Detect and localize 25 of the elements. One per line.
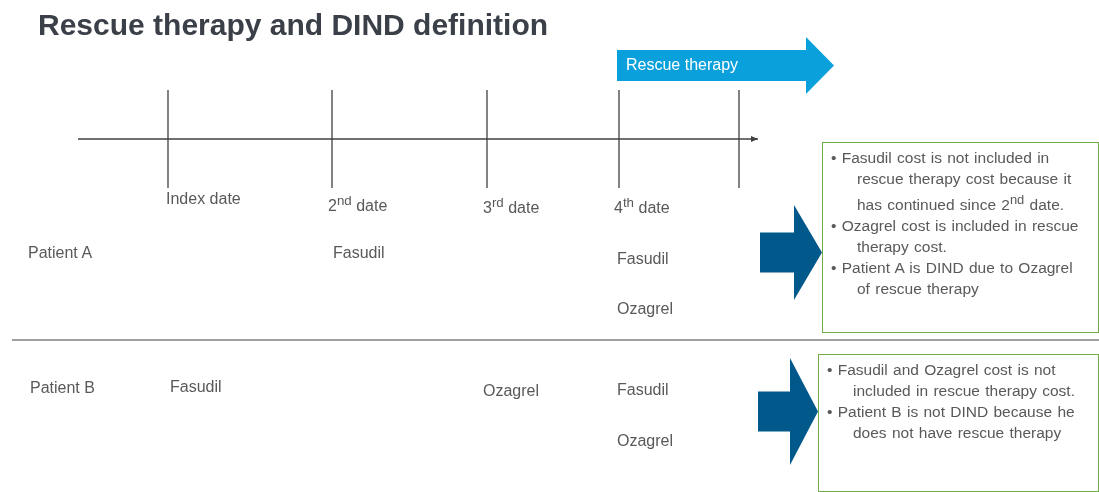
- title: Rescue therapy and DIND definition: [38, 8, 549, 42]
- patient-label: Patient B: [30, 379, 95, 397]
- drug-label: Fasudil: [170, 378, 222, 396]
- banner-arrow: [617, 37, 834, 94]
- block-arrow: [758, 358, 818, 465]
- drug-label: Fasudil: [617, 381, 669, 399]
- patient-label: Patient A: [28, 244, 93, 262]
- date-label: 3$^{rd}$ date: [483, 195, 540, 218]
- drug-label: Ozagrel: [483, 382, 540, 400]
- date-label: Index date: [166, 190, 241, 208]
- note-box: [822, 142, 1099, 333]
- drug-label: Fasudil: [617, 250, 669, 268]
- bullet-text: • Fasudil and Ozagrel cost is not included in rescue therapy cost.: [827, 360, 1076, 401]
- note-box: [818, 354, 1099, 492]
- drug-label: Ozagrel: [617, 432, 674, 450]
- date-label: 4$^{th}$ date: [614, 195, 670, 218]
- drug-label: Fasudil: [333, 244, 385, 262]
- date-label: 2$^{nd}$ date: [328, 193, 388, 216]
- drug-label: Ozagrel: [617, 300, 674, 318]
- bullet-text: • Fasudil cost is not included in rescue therapy cost because it has continued since 2$^{nd}$ date.: [831, 148, 1073, 216]
- bullet-text: • Patient A is DIND due to Ozagrel of rescue therapy: [831, 258, 1074, 300]
- bullet-text: • Patient B is not DIND because he does not have rescue therapy: [827, 402, 1076, 443]
- bullet-text: • Ozagrel cost is included in rescue therapy cost.: [831, 216, 1080, 258]
- block-arrow: [760, 205, 822, 300]
- banner-text: Rescue therapy: [626, 56, 739, 74]
